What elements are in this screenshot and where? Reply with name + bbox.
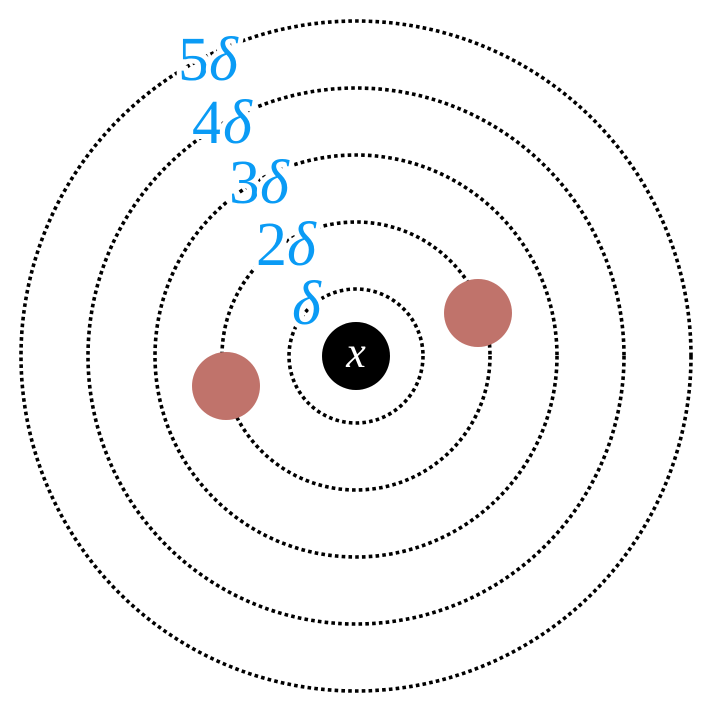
ring-label-multiplier: 3	[229, 149, 260, 217]
center-node: x	[322, 322, 390, 390]
ring-label-multiplier: 5	[178, 26, 209, 94]
rings-group	[19, 19, 693, 693]
delta-symbol: δ	[287, 211, 317, 279]
ring-3	[153, 153, 559, 559]
points-group	[192, 279, 512, 420]
ring-label-3: 3δ	[229, 149, 290, 217]
center-disc	[322, 322, 390, 390]
delta-symbol: δ	[209, 26, 239, 94]
ring-label-multiplier: 2	[256, 211, 287, 279]
point-p1	[444, 279, 512, 347]
ring-4	[86, 86, 626, 626]
ring-5	[19, 19, 693, 693]
delta-symbol: δ	[292, 270, 322, 338]
ring-1	[287, 287, 425, 425]
delta-symbol: δ	[260, 149, 290, 217]
ring-label-1: δ	[292, 270, 322, 338]
ring-label-2: 2δ	[256, 211, 317, 279]
ring-label-5: 5δ	[178, 26, 239, 94]
point-p2	[192, 352, 260, 420]
ring-2	[220, 220, 492, 492]
center-label: x	[345, 328, 366, 377]
delta-symbol: δ	[223, 89, 253, 157]
ring-label-multiplier: 4	[192, 89, 223, 157]
ring-label-4: 4δ	[192, 89, 253, 157]
